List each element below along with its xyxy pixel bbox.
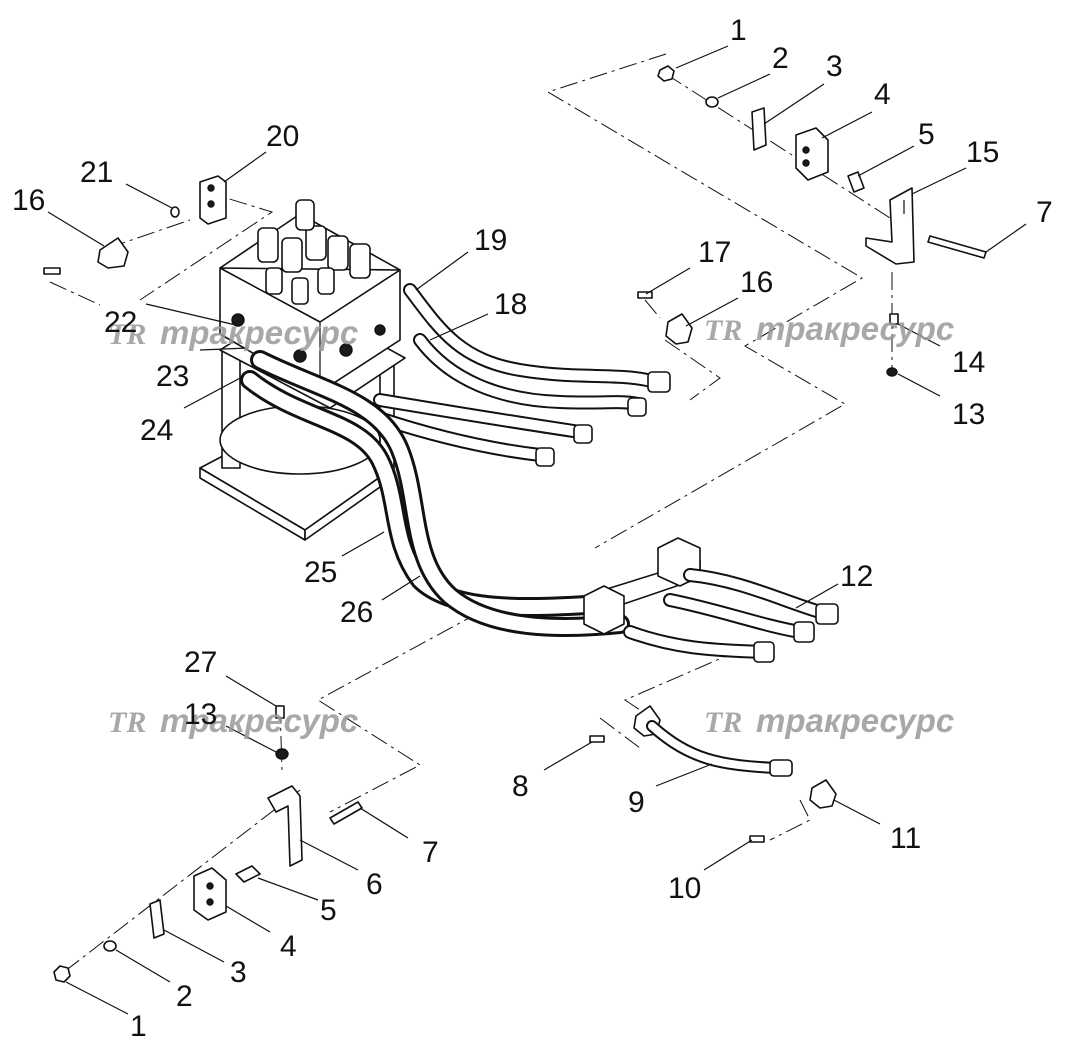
o-ring-icon [170,206,180,218]
manifold-block-icon [199,175,227,225]
washer-icon [705,96,719,108]
callout-label: 10 [668,872,701,905]
callout-label: 13 [952,398,985,431]
callout-label: 8 [512,770,529,803]
callout-label: 26 [340,596,373,629]
long-hoses [240,350,630,638]
callout-leaders [47,45,1027,1015]
clamp-block-icon [795,127,829,181]
callout-label: 1 [730,14,747,47]
watermark-text: тракресурс [160,702,358,739]
callout-label: 6 [366,868,383,901]
hose-end-fitting-icon [793,621,815,643]
screw-icon [749,835,765,843]
watermark-logo: TR [704,314,742,347]
hose-end-fitting-icon [535,447,555,467]
assembly-guide-lines [49,53,893,976]
spacer-sleeve-icon [235,865,261,883]
watermark-text: тракресурс [756,702,954,739]
nut-icon [53,965,71,983]
callout-label: 13 [184,698,217,731]
watermark-logo: TR [704,706,742,739]
screw-icon [637,291,653,299]
callout-label: 3 [230,956,247,989]
lower-manifold-assembly [583,537,839,663]
callout-label: 3 [826,50,843,83]
callout-label: 25 [304,556,337,589]
clamp-plate-icon [149,899,165,939]
lower-hose-assembly [589,705,837,843]
callout-label: 15 [966,136,999,169]
solenoid-coils [257,199,371,305]
callout-label: 2 [176,980,193,1013]
callout-label: 4 [280,930,297,963]
hose-end-fitting-icon [815,603,839,625]
washer-icon [103,940,117,952]
flange-clamp-icon [97,237,129,269]
watermark-logo: TR [108,706,146,739]
upper-clamp-hardware [657,65,987,377]
hose-end-fitting-icon [647,371,671,393]
callout-label: 19 [474,224,507,257]
spacer-sleeve-icon [847,171,865,193]
clamp-block-icon [193,867,227,921]
callout-labels: 1 2 3 4 5 15 7 20 21 16 19 17 16 18 22 2… [12,14,1053,1043]
callout-label: 1 [130,1010,147,1043]
callout-label: 4 [874,78,891,111]
flange-clamp-icon [809,779,837,809]
manifold-block-icon [583,585,625,635]
watermark-group: TR тракресурс TR тракресурс TR тракресур… [108,310,954,739]
callout-label: 27 [184,646,217,679]
callout-label: 22 [104,306,137,339]
flange-clamp-icon [665,313,693,345]
callout-label: 23 [156,360,189,393]
hose-end-fitting-icon [627,397,647,417]
callout-label: 11 [890,822,921,855]
callout-label: 12 [840,560,873,593]
bracket-icon [267,785,303,867]
upper-hoses [363,283,693,467]
screw-icon [589,735,605,743]
callout-label: 5 [918,118,935,151]
lower-clamp-hardware [53,705,363,983]
bolt-head-icon [889,313,899,325]
hose-end-fitting-icon [753,641,775,663]
callout-label: 21 [80,156,113,189]
bolt-icon [329,801,363,825]
callout-label: 7 [1036,196,1053,229]
callout-label: 17 [698,236,731,269]
control-valve-assembly [199,199,406,541]
watermark-logo: TR [108,318,146,351]
callout-label: 7 [422,836,439,869]
callout-label: 16 [12,184,45,217]
callout-label: 14 [952,346,985,379]
valve-mount-hardware [43,175,227,275]
callout-label: 9 [628,786,645,819]
callout-label: 18 [494,288,527,321]
clamp-plate-icon [751,107,767,151]
callout-label: 24 [140,414,173,447]
hose-end-fitting-icon [769,759,793,777]
lock-washer-icon [886,367,898,377]
callout-label: 16 [740,266,773,299]
nut-icon [657,65,675,82]
hose-end-fitting-icon [573,424,593,444]
lock-washer-icon [275,748,289,760]
callout-label: 2 [772,42,789,75]
bracket-icon [865,187,915,265]
bolt-head-icon [275,705,285,719]
screw-icon [43,267,61,275]
bolt-icon [927,235,987,259]
watermark-text: тракресурс [160,314,358,351]
watermark-text: тракресурс [756,310,954,347]
callout-label: 5 [320,894,337,927]
callout-label: 20 [266,120,299,153]
